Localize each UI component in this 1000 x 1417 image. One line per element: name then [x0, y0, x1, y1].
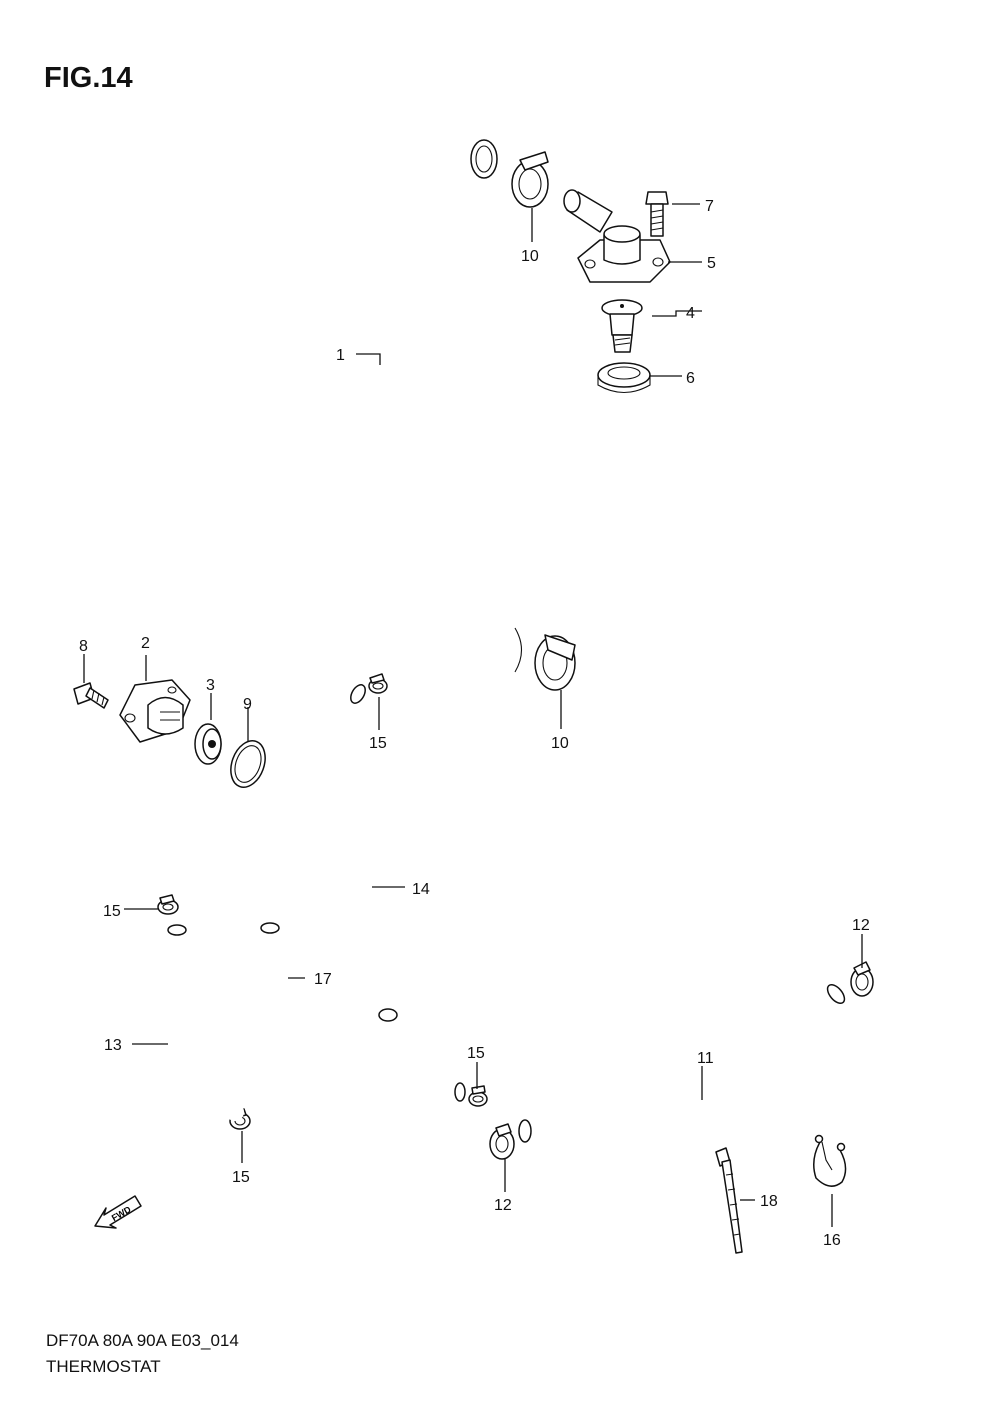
callout-12-upper: 12 [852, 917, 870, 934]
callout-14: 14 [412, 881, 430, 898]
clamp-part-15-b [157, 894, 179, 915]
callout-13: 13 [104, 1037, 122, 1054]
hose-clamp-part-10-upper [511, 151, 549, 208]
callout-18: 18 [760, 1193, 778, 1210]
o-ring-part-9 [230, 740, 266, 788]
callout-6: 6 [686, 370, 695, 387]
seal-ring-part-6 [597, 362, 651, 394]
hose-part-13 [164, 921, 244, 1121]
clamp-part-15-a [368, 673, 388, 694]
callout-15-c: 15 [467, 1045, 485, 1062]
callout-3: 3 [206, 677, 215, 694]
cable-tie-part-18 [715, 1147, 743, 1254]
thermostat-part-4 [601, 299, 643, 353]
hose-part-1 [365, 101, 538, 673]
callout-1: 1 [336, 347, 345, 364]
callout-16: 16 [823, 1232, 841, 1249]
callout-15-d: 15 [232, 1169, 250, 1186]
callout-10-upper: 10 [521, 248, 539, 265]
callout-7: 7 [705, 198, 714, 215]
callout-15-b: 15 [103, 903, 121, 920]
grommet-part-3 [194, 723, 222, 765]
callout-4: 4 [686, 305, 695, 322]
callout-10-lower: 10 [551, 735, 569, 752]
callout-12-lower: 12 [494, 1197, 512, 1214]
forward-arrow-icon: FWD [94, 1195, 142, 1229]
figure-title: FIG.14 [44, 62, 133, 94]
hose-part-14 [302, 684, 467, 1102]
callout-5: 5 [707, 255, 716, 272]
callout-11: 11 [697, 1050, 714, 1067]
figure-code: DF70A 80A 90A E03_014 [46, 1331, 239, 1350]
hose-clamp-part-10-lower [534, 634, 576, 691]
callout-labels: 1 2 3 4 5 6 7 8 9 10 10 11 12 12 13 14 1… [79, 198, 870, 1249]
callout-17: 17 [314, 971, 332, 988]
bolt-part-8 [73, 682, 109, 709]
thermostat-housing-part-2 [119, 679, 191, 743]
clip-part-16 [813, 1134, 847, 1187]
thermostat-cover-part-5 [563, 189, 671, 283]
hose-part-11 [515, 983, 846, 1143]
callout-8: 8 [79, 638, 88, 655]
leader-lines [83, 203, 863, 1227]
hose-part-17 [260, 919, 305, 1044]
figure-name: THERMOSTAT [46, 1357, 161, 1376]
callout-2: 2 [141, 635, 150, 652]
callout-15-a: 15 [369, 735, 387, 752]
bolt-part-7 [645, 191, 669, 237]
clamp-part-15-c [468, 1085, 488, 1107]
clamp-part-12-lower [489, 1123, 515, 1160]
callout-9: 9 [243, 696, 252, 713]
